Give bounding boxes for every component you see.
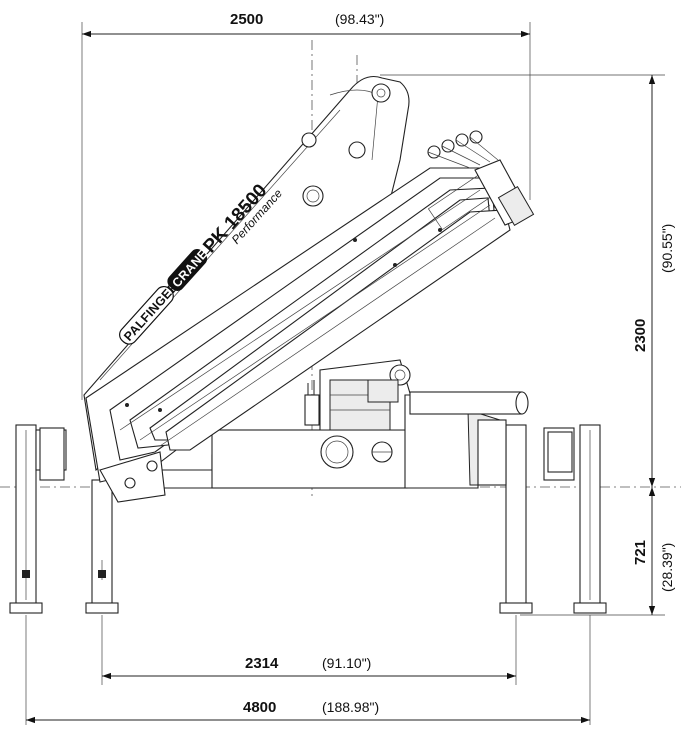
telescopic-boom [85, 130, 535, 503]
dim-height-above-mm: 2300 [632, 319, 649, 352]
dim-inner-inch: (91.10") [322, 655, 371, 671]
dimension-height-above: 2300 (90.55") [632, 75, 675, 487]
dim-top-inch: (98.43") [335, 11, 384, 27]
dim-inner-mm: 2314 [245, 655, 279, 672]
dim-outer-inch: (188.98") [322, 699, 379, 715]
dim-outer-mm: 4800 [243, 699, 276, 716]
dim-height-below-mm: 721 [632, 540, 649, 565]
dim-top-mm: 2500 [230, 11, 263, 28]
outrigger-legs [9, 424, 607, 614]
extension-lines [25, 22, 665, 725]
dimension-outer-support: 4800 (188.98") [26, 699, 590, 724]
dimension-inner-support: 2314 (91.10") [102, 655, 516, 680]
dimension-top: 2500 (98.43") [82, 11, 530, 38]
dimension-height-below: 721 (28.39") [632, 487, 675, 615]
dim-height-above-inch: (90.55") [659, 224, 675, 273]
dim-height-below-inch: (28.39") [659, 543, 675, 592]
crane-base [114, 359, 529, 489]
